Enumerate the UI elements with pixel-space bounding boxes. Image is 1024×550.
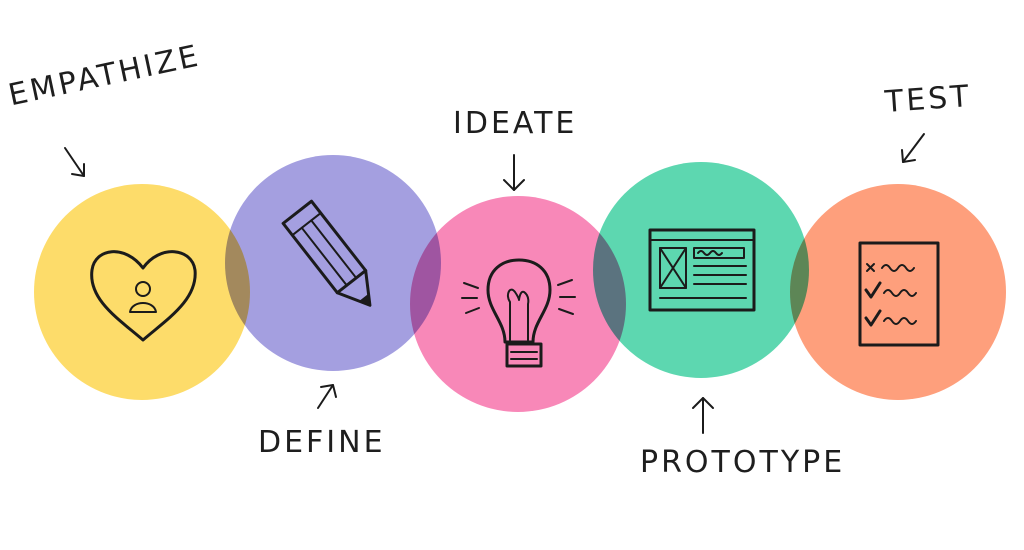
test-arrow (901, 133, 925, 163)
prototype-label: PROTOTYPE (640, 445, 846, 480)
define-label: DEFINE (258, 425, 386, 460)
ideate-label: IDEATE (453, 106, 578, 141)
lightbulb-icon (461, 258, 576, 368)
empathize-arrow (64, 147, 85, 177)
define-arrow (317, 384, 337, 409)
prototype-circle (593, 162, 809, 378)
checklist-icon (858, 241, 940, 347)
heart-person-icon (90, 250, 197, 342)
prototype-arrow (692, 397, 714, 434)
ideate-circle (410, 196, 626, 412)
wireframe-icon (648, 228, 756, 312)
define-circle (225, 155, 441, 371)
ideate-arrow (503, 154, 525, 191)
empathize-circle (34, 184, 250, 400)
test-label: TEST (883, 78, 973, 120)
test-circle (790, 184, 1006, 400)
pencil-icon (281, 199, 372, 307)
